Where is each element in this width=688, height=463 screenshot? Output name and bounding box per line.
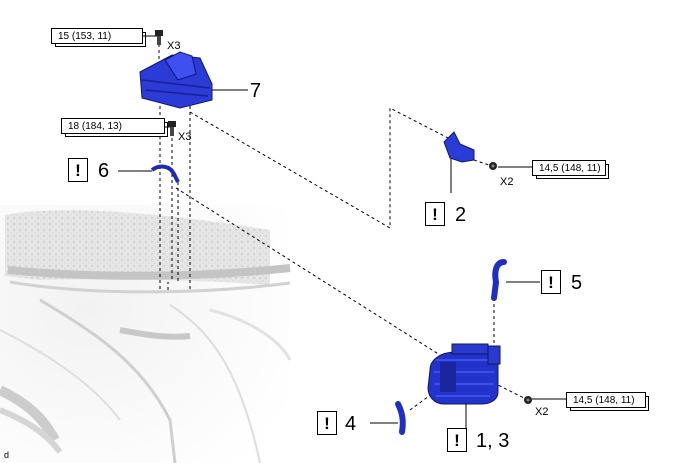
part-callout-7: 7 [250, 80, 262, 102]
torque-spec-box: 15 (153, 11) [51, 28, 146, 47]
warning-icon: ! [317, 411, 337, 435]
quantity-label: X3 [167, 40, 181, 52]
torque-spec-box: 14,5 (148, 11) [566, 392, 649, 411]
bolt-icon [489, 162, 497, 170]
bolt-icon [524, 396, 532, 404]
warning-icon: ! [541, 270, 561, 294]
compressor-part [427, 343, 501, 405]
warning-icon: ! [425, 202, 445, 226]
part-callout-6: 6 [98, 160, 110, 182]
quantity-label: X3 [178, 131, 192, 143]
warning-icon: ! [68, 158, 88, 182]
bracket-part [139, 51, 213, 109]
figure-code: d [4, 450, 10, 460]
hose-part [150, 164, 180, 183]
part-callout-1-3: 1, 3 [476, 430, 510, 452]
torque-spec-box: 14,5 (148, 11) [532, 160, 609, 179]
lower-hose-part [395, 401, 406, 435]
quantity-label: X2 [500, 176, 514, 188]
leader-lines [118, 35, 566, 428]
bolt-icon [155, 30, 163, 45]
part-callout-2: 2 [455, 204, 467, 226]
quantity-label: X2 [535, 406, 549, 418]
part-callout-4: 4 [345, 413, 357, 435]
vehicle-illustration [0, 205, 292, 463]
part-callout-5: 5 [571, 272, 583, 294]
mount-bracket-part [443, 131, 475, 163]
upper-hose-part [491, 259, 507, 301]
torque-spec-box: 18 (184, 13) [61, 118, 168, 137]
bolt-icon [168, 121, 176, 136]
warning-icon: ! [447, 428, 467, 452]
